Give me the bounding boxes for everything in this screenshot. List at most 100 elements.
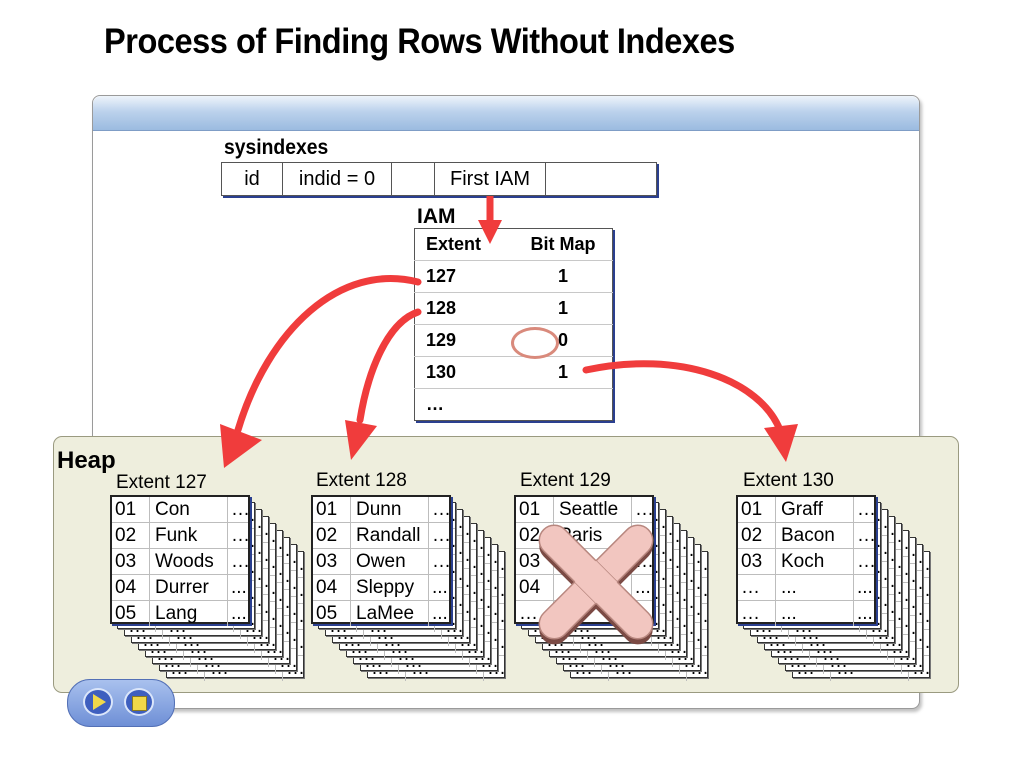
page-cell: 04 bbox=[516, 575, 554, 600]
page-cell: Sleppy bbox=[351, 575, 429, 600]
page-cell: ... bbox=[635, 577, 651, 598]
page-cell: Lang bbox=[150, 601, 228, 626]
page-row: …...... bbox=[738, 601, 874, 626]
iam-header-bitmap: Bit Map bbox=[514, 228, 613, 261]
arrow-iam-to-extent-127 bbox=[220, 275, 422, 468]
page-cell: ... bbox=[432, 603, 448, 624]
slide-title: Process of Finding Rows Without Indexes bbox=[104, 22, 735, 61]
stop-button[interactable] bbox=[124, 688, 154, 716]
page-cell: Graff bbox=[776, 497, 854, 522]
page-cell: 03 bbox=[313, 549, 351, 574]
page-cell: … bbox=[429, 523, 449, 548]
extent-label: Extent 128 bbox=[316, 470, 407, 491]
page-cell: … bbox=[854, 549, 874, 574]
iam-extent: 130 bbox=[414, 356, 514, 389]
page-cell: Bacon bbox=[776, 523, 854, 548]
page-cell bbox=[554, 575, 632, 600]
page-cell: … bbox=[738, 575, 776, 600]
page-cell: … bbox=[429, 549, 449, 574]
extent-front-page: 01Dunn…02Randall…03Owen…04Sleppy...05LaM… bbox=[311, 495, 451, 626]
page-cell: Randall bbox=[351, 523, 429, 548]
sysindexes-cell-blank-2 bbox=[545, 162, 657, 196]
page-cell: 01 bbox=[112, 497, 150, 522]
page-cell: … bbox=[738, 601, 776, 626]
page-cell: Dunn bbox=[351, 497, 429, 522]
iam-bit: 1 bbox=[514, 260, 613, 293]
iam-extent: 127 bbox=[414, 260, 514, 293]
page-cell: 03 bbox=[112, 549, 150, 574]
page-cell: … bbox=[632, 497, 652, 522]
iam-label: IAM bbox=[417, 205, 456, 228]
extent-front-page: 01Graff…02Bacon…03Koch……......…...... bbox=[736, 495, 876, 626]
arrow-iam-to-extent-128 bbox=[345, 308, 422, 460]
iam-extent: 128 bbox=[414, 292, 514, 325]
page-cell: ... bbox=[432, 577, 448, 598]
iam-header-extent: Extent bbox=[414, 228, 514, 261]
page-cell: Con bbox=[150, 497, 228, 522]
sysindexes-label: sysindexes bbox=[224, 136, 329, 159]
playback-controls bbox=[67, 679, 175, 727]
heap-label: Heap bbox=[57, 447, 116, 474]
page-cell: … bbox=[854, 523, 874, 548]
page-cell: ... bbox=[776, 575, 854, 600]
page-cell: 05 bbox=[313, 601, 351, 626]
extent-label: Extent 130 bbox=[743, 470, 834, 491]
zero-bit-highlight-ring bbox=[511, 327, 559, 359]
iam-extent: … bbox=[426, 394, 444, 414]
arrow-sysindexes-to-iam bbox=[478, 196, 502, 244]
page-cell: … bbox=[228, 497, 248, 522]
iam-header-row: Extent Bit Map bbox=[414, 228, 613, 261]
sysindexes-row: id indid = 0 First IAM bbox=[221, 162, 657, 196]
extent-label: Extent 127 bbox=[116, 472, 207, 493]
sysindexes-cell-blank bbox=[391, 162, 435, 196]
page-cell: … bbox=[228, 549, 248, 574]
page-cell: … bbox=[429, 497, 449, 522]
stop-icon bbox=[132, 696, 147, 711]
page-cell: 02 bbox=[738, 523, 776, 548]
arrow-iam-to-extent-130 bbox=[582, 360, 798, 462]
page-cell: 02 bbox=[313, 523, 351, 548]
page-cell: 01 bbox=[313, 497, 351, 522]
page-cell: ... bbox=[857, 603, 873, 624]
page-cell: ... bbox=[857, 577, 873, 598]
page-cell: Owen bbox=[351, 549, 429, 574]
window-title-bar bbox=[93, 96, 919, 131]
iam-bit: 1 bbox=[514, 356, 613, 389]
page-cell: ... bbox=[231, 603, 247, 624]
iam-bit: 1 bbox=[514, 292, 613, 325]
page-cell: Durrer bbox=[150, 575, 228, 600]
play-icon bbox=[93, 694, 106, 710]
iam-extent: 129 bbox=[414, 324, 514, 357]
sysindexes-cell-indid: indid = 0 bbox=[282, 162, 392, 196]
page-cell: 03 bbox=[738, 549, 776, 574]
page-cell: 01 bbox=[516, 497, 554, 522]
x-mark-icon bbox=[538, 524, 654, 645]
iam-row: … bbox=[415, 389, 613, 421]
page-cell: Woods bbox=[150, 549, 228, 574]
page-cell: Seattle bbox=[554, 497, 632, 522]
page-cell: LaMee bbox=[351, 601, 429, 626]
page-cell: Koch bbox=[776, 549, 854, 574]
play-button[interactable] bbox=[83, 688, 113, 716]
page-cell: 04 bbox=[313, 575, 351, 600]
extent-front-page: 01Con…02Funk…03Woods…04Durrer...05Lang..… bbox=[110, 495, 250, 626]
sysindexes-table: id indid = 0 First IAM bbox=[221, 162, 657, 196]
page-cell: 01 bbox=[738, 497, 776, 522]
extent-label: Extent 129 bbox=[520, 470, 611, 491]
